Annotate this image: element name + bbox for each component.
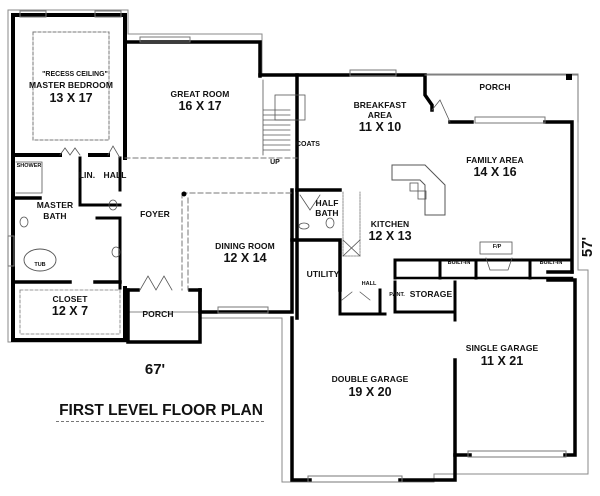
hall-left-label: HALL [103, 170, 127, 180]
kitchen-island [391, 164, 446, 216]
kitchen-size: 12 X 13 [368, 229, 412, 243]
depth-dimension: 57' [579, 236, 596, 258]
closet-size: 12 X 7 [51, 304, 89, 318]
master-bath-label-line2: BATH [43, 211, 67, 221]
breakfast-area-size: 11 X 10 [358, 120, 402, 134]
great-room-label: GREAT ROOM [170, 89, 230, 99]
title-underline [56, 421, 264, 422]
front-porch-walls [126, 288, 202, 344]
master-bedroom-label: MASTER BEDROOM [28, 80, 114, 90]
shower-label: SHOWER [16, 163, 42, 169]
double-garage-walls [290, 316, 457, 482]
hall-rear-label: HALL [361, 281, 377, 287]
bathtub [23, 248, 57, 272]
coats-closet-label: COATS [296, 141, 320, 148]
width-dimension: 67' [144, 361, 166, 378]
storage-label: STORAGE [409, 289, 453, 299]
built-in-right-label: BUILT-IN [539, 260, 563, 266]
rear-porch-outline [424, 74, 579, 123]
front-porch-label: PORCH [142, 309, 174, 319]
recess-ceiling-outline [32, 31, 110, 141]
family-area-walls [448, 120, 574, 274]
recess-ceiling-note: "RECESS CEILING" [42, 71, 108, 78]
fireplace-label: F/P [492, 244, 502, 250]
dining-room-size: 12 X 14 [223, 251, 267, 265]
tub-label: TUB [34, 262, 46, 268]
closet-label: CLOSET [52, 294, 88, 304]
foyer-label: FOYER [140, 209, 170, 219]
breakfast-area-label-line1: BREAKFAST [353, 100, 407, 110]
dining-room-label: DINING ROOM [215, 241, 275, 251]
family-area-size: 14 X 16 [473, 165, 517, 179]
family-area-label: FAMILY AREA [466, 155, 524, 165]
rear-porch-label: PORCH [479, 82, 511, 92]
half-bath-label-line1: HALF [315, 198, 339, 208]
single-garage-label: SINGLE GARAGE [465, 343, 539, 353]
kitchen-label: KITCHEN [370, 219, 410, 229]
built-in-left-label: BUILT-IN [447, 260, 471, 266]
master-bath-label-line1: MASTER [36, 200, 74, 210]
double-garage-size: 19 X 20 [348, 385, 392, 399]
great-room-size: 16 X 17 [178, 99, 222, 113]
utility-label: UTILITY [306, 269, 340, 279]
pantry-label: PANT. [389, 292, 405, 298]
linen-closet-label: LIN. [78, 170, 96, 180]
double-garage-label: DOUBLE GARAGE [331, 374, 409, 384]
single-garage-size: 11 X 21 [480, 354, 524, 368]
fireplace-hearth [479, 241, 513, 255]
master-bedroom-size: 13 X 17 [49, 91, 93, 105]
dining-room-walls [198, 188, 294, 314]
plan-title: FIRST LEVEL FLOOR PLAN [59, 402, 263, 419]
exterior-outline [7, 9, 589, 483]
staircase [262, 79, 306, 156]
half-bath-label-line2: BATH [315, 208, 339, 218]
breakfast-area-label-line2: AREA [367, 110, 393, 120]
stairs-up-label: UP [270, 159, 280, 166]
